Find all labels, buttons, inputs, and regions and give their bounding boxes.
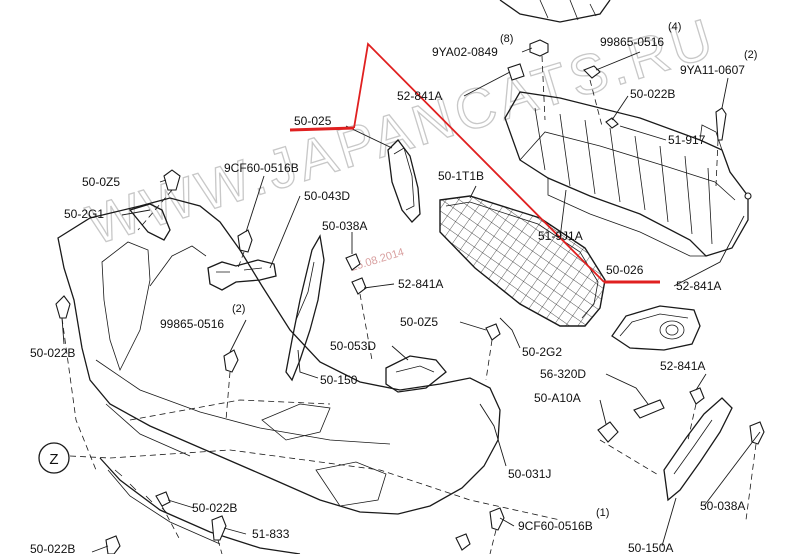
label-50-038a-mid: 50-038A	[322, 219, 367, 233]
label-50-025: 50-025	[294, 114, 332, 128]
fog-bracket-part	[385, 355, 447, 393]
label-9cf60-0516b-bottom: 9CF60-0516B	[518, 519, 593, 533]
left-support-part	[285, 234, 325, 382]
label-50-022b-corner: 50-022B	[30, 542, 75, 554]
label-50-0z5-left: 50-0Z5	[82, 175, 120, 189]
qty-99865-0516-top: (4)	[668, 21, 681, 33]
label-52-841a-right: 52-841A	[676, 279, 721, 293]
top-bracket-part	[499, 0, 611, 23]
label-99865-0516-left: 99865-0516	[160, 317, 224, 331]
left-end-bracket-part	[128, 203, 171, 241]
qty-9cf60-0516b-bottom: (1)	[596, 507, 609, 519]
label-56-320d: 56-320D	[540, 367, 586, 381]
label-9ya02-0849: 9YA02-0849	[432, 45, 498, 59]
fog-bezel-right-part	[611, 305, 701, 351]
leader-lines	[61, 47, 761, 553]
label-50-022b-left: 50-022B	[30, 346, 75, 360]
label-52-841a-mid: 52-841A	[398, 277, 443, 291]
label-99865-0516-top: 99865-0516	[600, 35, 664, 49]
label-50-022b-bottom: 50-022B	[192, 501, 237, 515]
label-50-1t1b: 50-1T1B	[438, 169, 484, 183]
label-51-917: 51-917	[668, 133, 706, 147]
lower-lip-part	[99, 457, 301, 554]
right-side-bracket-part	[663, 397, 733, 502]
label-50-2g2: 50-2G2	[522, 345, 562, 359]
label-50-031j: 50-031J	[508, 467, 551, 481]
alignment-lines	[61, 55, 757, 554]
left-side-bracket-part	[207, 259, 277, 291]
label-50-043d: 50-043D	[304, 189, 350, 203]
qty-99865-0516-left: (2)	[232, 303, 245, 315]
label-50-022b-top: 50-022B	[630, 87, 675, 101]
view-marker-z: Z	[38, 442, 70, 474]
label-9ya11-0607: 9YA11-0607	[680, 63, 745, 77]
label-50-150a: 50-150A	[628, 541, 673, 554]
highlight-connector-line	[353, 42, 605, 283]
bumper-cover-part	[57, 197, 501, 515]
qty-9ya02-0849: (8)	[500, 33, 513, 45]
label-52-841a-low: 52-841A	[660, 359, 705, 373]
highlight-underline-50-025	[289, 126, 355, 132]
label-50-150: 50-150	[320, 373, 358, 387]
part-labels: (8) 9YA02-0849 (4) 99865-0516 (2) 9YA11-…	[30, 21, 757, 554]
highlight-annotations	[289, 42, 660, 284]
center-grille-part	[439, 195, 606, 327]
label-52-841a-top: 52-841A	[397, 89, 442, 103]
view-marker-letter: Z	[49, 451, 58, 468]
bumper-absorber-part	[504, 91, 752, 257]
label-51-9j1a: 51-9J1A	[538, 229, 583, 243]
qty-9ya11-0607: (2)	[744, 49, 757, 61]
label-50-038a-right: 50-038A	[700, 499, 745, 513]
label-50-2g1: 50-2G1	[64, 207, 104, 221]
label-50-026: 50-026	[606, 263, 644, 277]
label-51-833: 51-833	[252, 527, 290, 541]
label-9cf60-0516b-top: 9CF60-0516B	[224, 161, 299, 175]
label-50-a10a: 50-A10A	[534, 391, 581, 405]
fog-bezel-left-part	[387, 139, 421, 223]
label-50-053d: 50-053D	[330, 339, 376, 353]
label-50-0z5-mid: 50-0Z5	[400, 315, 438, 329]
